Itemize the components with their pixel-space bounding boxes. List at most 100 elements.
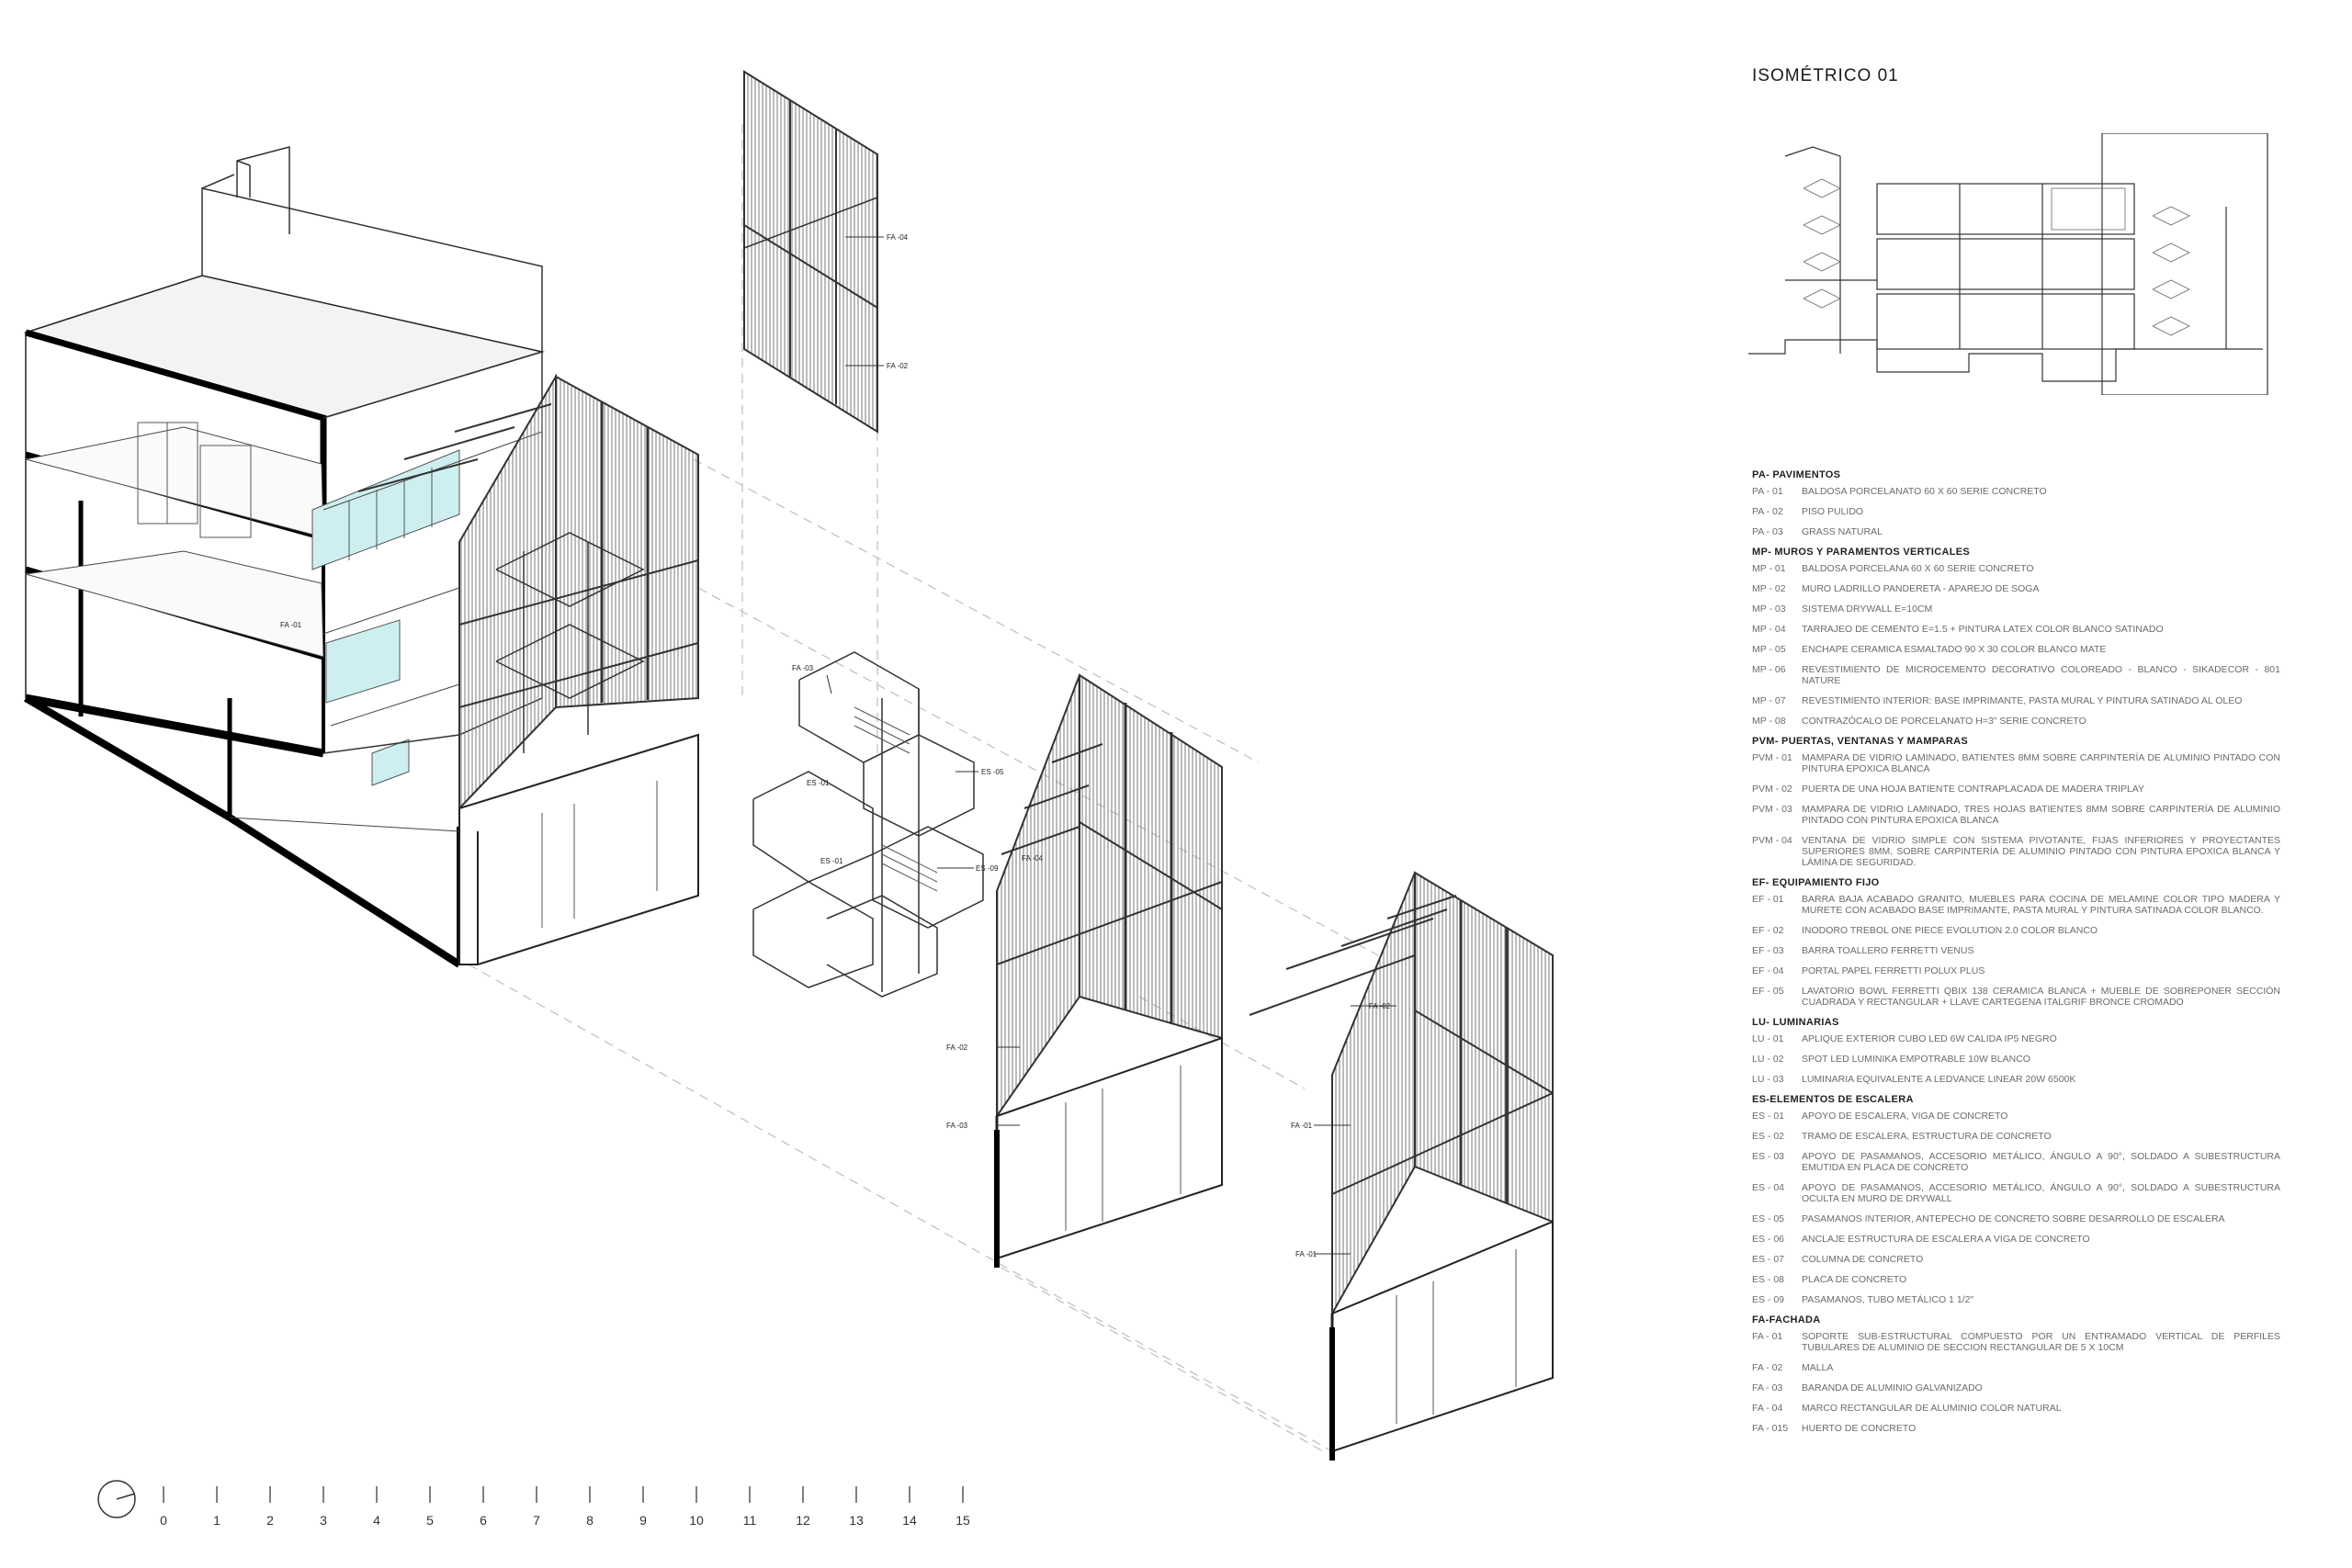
legend-item-code: ES - 09	[1752, 1294, 1785, 1305]
callout-fa02-right: FA -02	[1369, 1002, 1391, 1010]
legend-item: FA - 04 MARCO RECTANGULAR DE ALUMINIO COL…	[1752, 1403, 2280, 1414]
legend-item-code: MP - 03	[1752, 604, 1786, 615]
legend-item-description: REVESTIMIENTO DE MICROCEMENTO DECORATIVO…	[1802, 664, 2280, 686]
legend-item-description: ENCHAPE CERAMICA ESMALTADO 90 X 30 COLOR…	[1802, 644, 2107, 655]
legend-item-description: CONTRAZÓCALO DE PORCELANATO H=3" SERIE C…	[1802, 716, 2086, 727]
legend-item-description: APOYO DE ESCALERA, VIGA DE CONCRETO	[1802, 1111, 2008, 1122]
scale-bar	[163, 1486, 964, 1503]
legend-item: PVM - 01 MAMPARA DE VIDRIO LAMINADO, BATI…	[1752, 752, 2280, 774]
legend-item-description: TRAMO DE ESCALERA, ESTRUCTURA DE CONCRET…	[1802, 1131, 2052, 1142]
legend-item-description: APLIQUE EXTERIOR CUBO LED 6W CALIDA IP5 …	[1802, 1033, 2057, 1044]
scale-tick-label: 15	[956, 1513, 970, 1528]
legend-item-description: REVESTIMIENTO INTERIOR: BASE IMPRIMANTE,…	[1802, 695, 2243, 706]
legend-item-code: PA - 03	[1752, 526, 1783, 537]
scale-tick-label: 8	[586, 1513, 594, 1528]
legend-group-heading: FA-FACHADA	[1752, 1314, 1821, 1325]
legend-item-code: EF - 05	[1752, 986, 1784, 997]
legend-item-description: SOPORTE SUB-ESTRUCTURAL COMPUESTO POR UN…	[1802, 1331, 2280, 1353]
scale-tick-label: 1	[213, 1513, 220, 1528]
legend-item-description: MAMPARA DE VIDRIO LAMINADO, TRES HOJAS B…	[1802, 804, 2280, 826]
scale-tick-label: 13	[849, 1513, 864, 1528]
legend-item-code: PA - 01	[1752, 486, 1783, 497]
callout-fa04-mid: FA -04	[1022, 854, 1044, 863]
scale-tick-label: 0	[160, 1513, 167, 1528]
legend-item-description: MARCO RECTANGULAR DE ALUMINIO COLOR NATU…	[1802, 1403, 2062, 1414]
legend-item-description: BARRA BAJA ACABADO GRANITO, MUEBLES PARA…	[1802, 894, 2280, 916]
legend-item-code: ES - 07	[1752, 1254, 1785, 1265]
callout-leaders	[826, 236, 1396, 1255]
legend-item-description: APOYO DE PASAMANOS, ACCESORIO METÁLICO, …	[1802, 1182, 2280, 1204]
callout-es05: ES -05	[981, 768, 1004, 776]
legend-item-code: MP - 08	[1752, 716, 1786, 727]
legend-item-code: ES - 06	[1752, 1234, 1785, 1245]
legend-item-code: ES - 04	[1752, 1182, 1785, 1193]
legend-item-code: FA - 03	[1752, 1382, 1783, 1393]
callout-fa03-mid: FA -03	[946, 1122, 968, 1130]
legend-group-heading: MP- MUROS Y PARAMENTOS VERTICALES	[1752, 547, 1971, 558]
callout-fa01-right-a: FA -01	[1291, 1122, 1313, 1130]
legend-item-code: PVM - 01	[1752, 752, 1792, 763]
scale-tick-label: 10	[689, 1513, 704, 1528]
legend-item-description: PUERTA DE UNA HOJA BATIENTE CONTRAPLACAD…	[1802, 784, 2145, 795]
exploded-top-panel	[743, 70, 878, 434]
legend-item-code: FA - 04	[1752, 1403, 1783, 1414]
legend-item-code: EF - 02	[1752, 925, 1784, 936]
legend-item: ES - 04 APOYO DE PASAMANOS, ACCESORIO MET…	[1752, 1182, 2280, 1204]
legend-item-code: ES - 08	[1752, 1274, 1785, 1285]
legend-item-code: LU - 03	[1752, 1074, 1784, 1085]
legend-item-description: APOYO DE PASAMANOS, ACCESORIO METÁLICO, …	[1802, 1151, 2280, 1173]
legend-item-description: MAMPARA DE VIDRIO LAMINADO, BATIENTES 8M…	[1802, 752, 2280, 774]
scale-tick-label: 9	[639, 1513, 647, 1528]
legend-item-code: MP - 04	[1752, 624, 1786, 635]
legend-item-description: ANCLAJE ESTRUCTURA DE ESCALERA A VIGA DE…	[1802, 1234, 2090, 1245]
main-building	[23, 146, 545, 968]
legend-item-code: FA - 015	[1752, 1423, 1789, 1434]
legend-item-description: PORTAL PAPEL FERRETTI POLUX PLUS	[1802, 965, 1985, 976]
legend-item-description: PASAMANOS, TUBO METÁLICO 1 1/2"	[1802, 1294, 1974, 1305]
exploded-stair	[752, 651, 984, 998]
scale-tick-label: 7	[533, 1513, 540, 1528]
callout-es01-b: ES -01	[820, 857, 843, 865]
legend-item-code: MP - 05	[1752, 644, 1786, 655]
exploded-right-facade	[1249, 871, 1554, 1461]
legend-group-heading: EF- EQUIPAMIENTO FIJO	[1752, 877, 1880, 888]
legend-item-description: MURO LADRILLO PANDERETA - APAREJO DE SOG…	[1802, 583, 2040, 594]
callout-fa03-block: FA -03	[792, 664, 814, 672]
legend-item: FA - 03 BARANDA DE ALUMINIO GALVANIZADO	[1752, 1382, 2280, 1393]
callout-fa01-right-b: FA -01	[1295, 1250, 1317, 1258]
scale-tick-label: 3	[320, 1513, 327, 1528]
legend-item-code: PA - 02	[1752, 506, 1783, 517]
legend-item-description: SPOT LED LUMINIKA EMPOTRABLE 10W BLANCO	[1802, 1054, 2030, 1065]
legend-item-code: MP - 01	[1752, 563, 1786, 574]
callout-fa02-panel: FA -02	[887, 362, 909, 370]
legend-group-heading: LU- LUMINARIAS	[1752, 1017, 1839, 1028]
legend-item-description: VENTANA DE VIDRIO SIMPLE CON SISTEMA PIV…	[1802, 835, 2280, 868]
key-section-diagram	[1748, 133, 2268, 395]
legend-item-code: FA - 01	[1752, 1331, 1783, 1342]
legend-item-description: BARANDA DE ALUMINIO GALVANIZADO	[1802, 1382, 1983, 1393]
legend-item-description: GRASS NATURAL	[1802, 526, 1883, 537]
exploded-middle-facade	[994, 673, 1223, 1268]
legend-item-code: FA - 02	[1752, 1362, 1783, 1373]
legend-item-code: EF - 01	[1752, 894, 1784, 905]
scale-tick-label: 6	[480, 1513, 487, 1528]
legend-item: EF - 01 BARRA BAJA ACABADO GRANITO, MUEBL…	[1752, 894, 2280, 916]
